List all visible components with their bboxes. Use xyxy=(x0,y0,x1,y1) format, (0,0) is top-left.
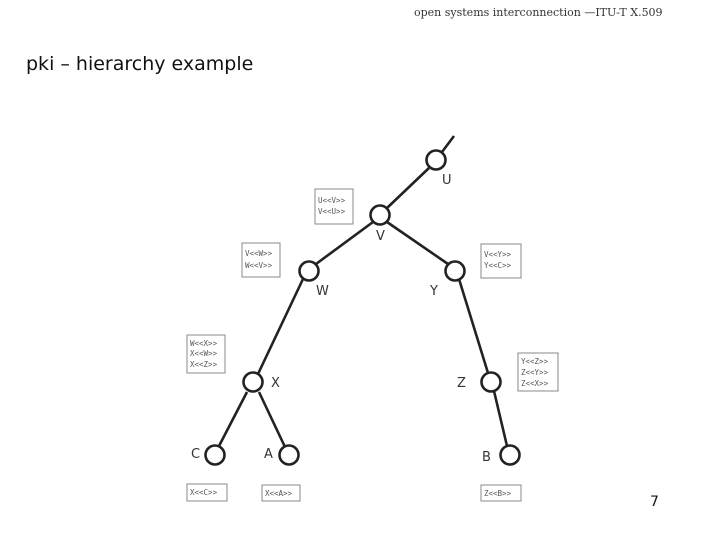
cert-box-yz: Y<<Z>> Z<<Y>> Z<<X>> xyxy=(517,352,559,392)
cert-line: Z<<B>> xyxy=(484,489,512,498)
node-u xyxy=(425,149,447,171)
cert-line: X<<W>> xyxy=(190,349,218,358)
cert-box-vw: V<<W>> W<<V>> xyxy=(241,242,281,278)
cert-line: V<<Y>> xyxy=(484,250,512,259)
cert-line: Y<<C>> xyxy=(484,261,512,270)
cert-box-vy: V<<Y>> Y<<C>> xyxy=(480,243,522,279)
edge-z-b xyxy=(492,390,509,447)
cert-line: V<<U>> xyxy=(318,207,346,216)
node-label-a: A xyxy=(264,447,273,462)
page-number: 7 xyxy=(650,494,659,510)
node-label-w: W xyxy=(316,284,329,299)
edge-x-a xyxy=(257,391,287,448)
cert-line: X<<C>> xyxy=(190,488,218,497)
edge-v-y xyxy=(386,220,449,266)
cert-line: X<<A>> xyxy=(265,489,293,498)
node-labels: U V W Y X Z C A B xyxy=(191,173,491,465)
cert-line: Z<<Y>> xyxy=(521,368,549,377)
node-z xyxy=(480,371,502,393)
certificate-boxes: U<<V>> V<<U>> V<<W>> W<<V>> V<<Y>> Y<<C>… xyxy=(186,188,559,502)
cert-box-wx: W<<X>> X<<W>> X<<Z>> xyxy=(186,334,226,374)
edge-x-c xyxy=(217,391,249,447)
page-title: pki – hierarchy example xyxy=(26,53,254,75)
node-label-y: Y xyxy=(429,284,438,299)
node-label-v: V xyxy=(376,229,385,244)
node-b xyxy=(499,444,521,466)
edge-v-w xyxy=(315,220,374,266)
cert-line: Y<<Z>> xyxy=(521,357,549,366)
node-a xyxy=(278,444,300,466)
node-c xyxy=(204,444,226,466)
edge-w-x xyxy=(256,278,305,375)
cert-box-uv: U<<V>> V<<U>> xyxy=(314,188,354,225)
edge-u-v xyxy=(386,167,430,209)
diagram-nodes xyxy=(204,149,521,466)
cert-line: W<<V>> xyxy=(245,261,273,270)
node-label-c: C xyxy=(191,447,200,462)
cert-line: X<<Z>> xyxy=(190,360,218,369)
node-v xyxy=(369,204,391,226)
diagram-edges xyxy=(217,135,509,448)
node-label-z: Z xyxy=(457,376,466,391)
node-x xyxy=(242,371,264,393)
header-text: open systems interconnection —ITU-T X.50… xyxy=(414,6,663,19)
cert-box-zb: Z<<B>> xyxy=(480,484,522,502)
cert-line: U<<V>> xyxy=(318,196,346,205)
node-w xyxy=(298,260,320,282)
cert-line: W<<X>> xyxy=(190,339,218,348)
cert-box-xa: X<<A>> xyxy=(261,484,301,502)
node-label-u: U xyxy=(442,173,452,188)
node-y xyxy=(444,260,466,282)
edge-y-z xyxy=(457,278,490,374)
node-label-x: X xyxy=(271,376,280,391)
cert-line: V<<W>> xyxy=(245,249,273,258)
cert-line: Z<<X>> xyxy=(521,379,549,388)
node-label-b: B xyxy=(482,450,491,465)
cert-box-xc: X<<C>> xyxy=(186,483,228,502)
edge-root-u xyxy=(440,135,456,153)
